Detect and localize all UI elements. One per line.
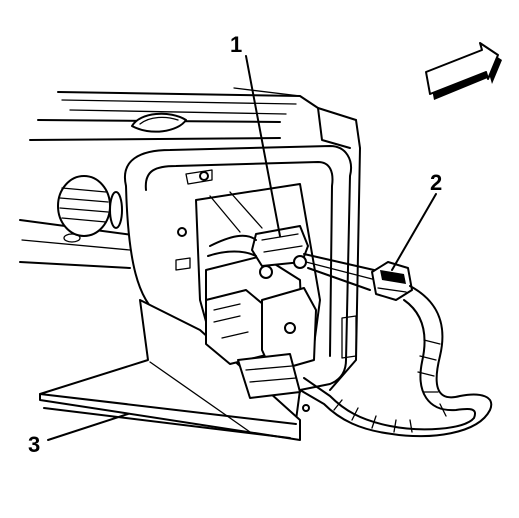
air-vent [57,175,123,243]
callout-2: 2 [430,170,442,195]
connector-1 [207,225,309,269]
callout-1: 1 [230,32,242,57]
leader-line-3 [47,413,129,441]
leader-line-2 [391,193,437,271]
connector-2 [371,261,413,301]
leader-line-1 [245,55,281,237]
module-assembly [175,169,357,412]
leader-lines [47,55,437,441]
forward-arrow-icon [425,42,502,100]
wiring-harness [299,285,493,438]
alignment-lines [303,253,377,291]
instrument-panel [19,87,361,391]
callout-3: 3 [28,432,40,457]
